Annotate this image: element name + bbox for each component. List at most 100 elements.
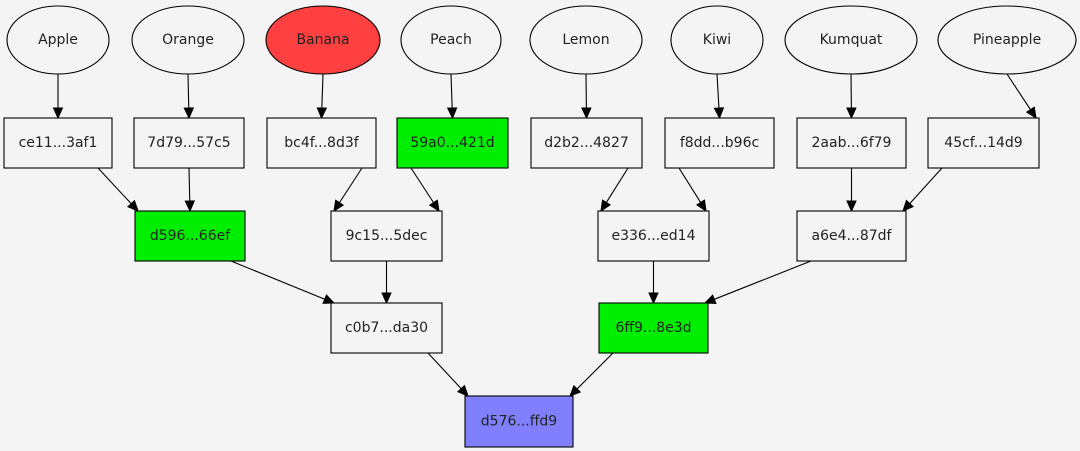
node-label: Peach bbox=[430, 32, 472, 48]
arrowhead bbox=[846, 107, 857, 120]
node-box bbox=[927, 117, 1040, 169]
hash-node-h_orange: 7d79...57c5 bbox=[133, 117, 245, 169]
leaf-node-kiwi: Kiwi bbox=[670, 5, 764, 75]
node-label: 9c15...5dec bbox=[346, 228, 428, 244]
arrowhead bbox=[902, 199, 914, 212]
arrowhead bbox=[52, 107, 64, 120]
node-box bbox=[530, 117, 643, 169]
edge-line bbox=[605, 167, 629, 203]
hash-node-h_pineapple: 45cf...14d9 bbox=[927, 117, 1040, 169]
node-box bbox=[266, 117, 377, 169]
nodes-layer: Apple Orange Banana Peach Lemon Kiwi Kumquat Pi… bbox=[3, 5, 1077, 448]
arrowhead bbox=[648, 292, 659, 305]
arrowhead bbox=[446, 107, 458, 120]
edge-line bbox=[427, 352, 462, 390]
leaf-node-kumquat: Kumquat bbox=[784, 5, 918, 75]
node-label: Apple bbox=[38, 32, 78, 48]
node-label: ce11...3af1 bbox=[19, 135, 98, 151]
hash-node-h_ao: d596...66ef bbox=[134, 210, 246, 262]
edge-h_right-to-h_root bbox=[569, 352, 614, 397]
edge-line bbox=[97, 167, 132, 205]
arrowhead bbox=[600, 199, 612, 213]
edge-line bbox=[576, 352, 614, 390]
edge-kiwi-to-h_kiwi bbox=[713, 73, 725, 120]
arrowhead bbox=[381, 292, 392, 305]
leaf-node-apple: Apple bbox=[6, 5, 110, 75]
node-ellipse bbox=[131, 5, 245, 75]
edge-line bbox=[230, 260, 325, 300]
hash-node-h_peach: 59a0...421d bbox=[396, 117, 509, 169]
arrowhead bbox=[581, 107, 592, 120]
edge-h_lemon-to-h_lk bbox=[600, 167, 629, 213]
node-label: Pineapple bbox=[973, 32, 1041, 48]
arrowhead bbox=[333, 199, 345, 213]
node-box bbox=[464, 395, 574, 448]
edge-h_bp-to-h_left bbox=[381, 261, 392, 305]
edge-h_left-to-h_root bbox=[427, 352, 469, 397]
edge-line bbox=[187, 73, 190, 109]
node-label: 7d79...57c5 bbox=[147, 135, 230, 151]
edge-line bbox=[338, 167, 363, 203]
edge-h_kiwi-to-h_lk bbox=[678, 167, 707, 213]
node-label: Kiwi bbox=[703, 32, 731, 48]
leaf-node-banana: Banana bbox=[265, 5, 381, 75]
node-label: a6e4...87df bbox=[812, 228, 893, 244]
leaf-node-orange: Orange bbox=[131, 5, 245, 75]
node-box bbox=[664, 117, 775, 169]
node-label: 6ff9...8e3d bbox=[615, 320, 691, 336]
edge-h_pineapple-to-h_kp bbox=[902, 167, 943, 212]
node-label: Orange bbox=[162, 32, 214, 48]
hash-node-h_bp: 9c15...5dec bbox=[330, 210, 443, 262]
node-ellipse bbox=[784, 5, 918, 75]
edge-h_peach-to-h_bp bbox=[410, 167, 440, 213]
node-label: c0b7...da30 bbox=[345, 320, 428, 336]
node-ellipse bbox=[6, 5, 110, 75]
edge-h_lk-to-h_right bbox=[648, 261, 659, 305]
edge-line bbox=[678, 167, 702, 203]
node-box bbox=[330, 302, 443, 354]
arrowhead bbox=[322, 294, 336, 304]
edge-line bbox=[714, 260, 812, 300]
edge-h_apple-to-h_ao bbox=[97, 167, 139, 212]
node-label: d596...66ef bbox=[150, 228, 231, 244]
edge-line bbox=[716, 73, 720, 109]
edge-h_kumquat-to-h_kp bbox=[846, 168, 857, 213]
node-ellipse bbox=[400, 5, 502, 75]
node-ellipse bbox=[670, 5, 764, 75]
node-label: Lemon bbox=[562, 32, 609, 48]
node-label: d2b2...4827 bbox=[544, 135, 629, 151]
node-box bbox=[396, 117, 509, 169]
edge-lemon-to-h_lemon bbox=[581, 73, 592, 120]
edge-h_banana-to-h_bp bbox=[333, 167, 363, 213]
leaf-node-peach: Peach bbox=[400, 5, 502, 75]
edge-banana-to-h_banana bbox=[316, 73, 328, 120]
hash-node-h_right: 6ff9...8e3d bbox=[598, 302, 709, 354]
hash-node-h_apple: ce11...3af1 bbox=[3, 117, 113, 169]
hash-node-h_kumquat: 2aab...6f79 bbox=[796, 117, 907, 169]
node-label: Banana bbox=[296, 32, 349, 48]
edge-line bbox=[909, 167, 943, 204]
node-box bbox=[133, 117, 245, 169]
hash-node-h_left: c0b7...da30 bbox=[330, 302, 443, 354]
arrowhead bbox=[1025, 106, 1037, 120]
node-label: d576...ffd9 bbox=[481, 414, 557, 430]
node-box bbox=[330, 210, 443, 262]
node-label: 45cf...14d9 bbox=[944, 135, 1022, 151]
edge-h_orange-to-h_ao bbox=[184, 167, 196, 213]
arrowhead bbox=[126, 199, 139, 212]
edge-h_ao-to-h_left bbox=[230, 260, 336, 304]
node-label: f8dd...b96c bbox=[680, 135, 759, 151]
edge-h_kp-to-h_right bbox=[703, 260, 812, 305]
leaf-node-lemon: Lemon bbox=[529, 5, 643, 75]
hash-node-h_lemon: d2b2...4827 bbox=[530, 117, 643, 169]
arrowhead bbox=[846, 200, 857, 213]
node-box bbox=[598, 302, 709, 354]
hash-node-h_kiwi: f8dd...b96c bbox=[664, 117, 775, 169]
edge-line bbox=[450, 73, 453, 109]
node-box bbox=[597, 210, 710, 262]
node-label: Kumquat bbox=[820, 32, 883, 48]
node-label: 59a0...421d bbox=[410, 135, 494, 151]
node-box bbox=[796, 210, 907, 262]
arrowhead bbox=[713, 107, 725, 120]
